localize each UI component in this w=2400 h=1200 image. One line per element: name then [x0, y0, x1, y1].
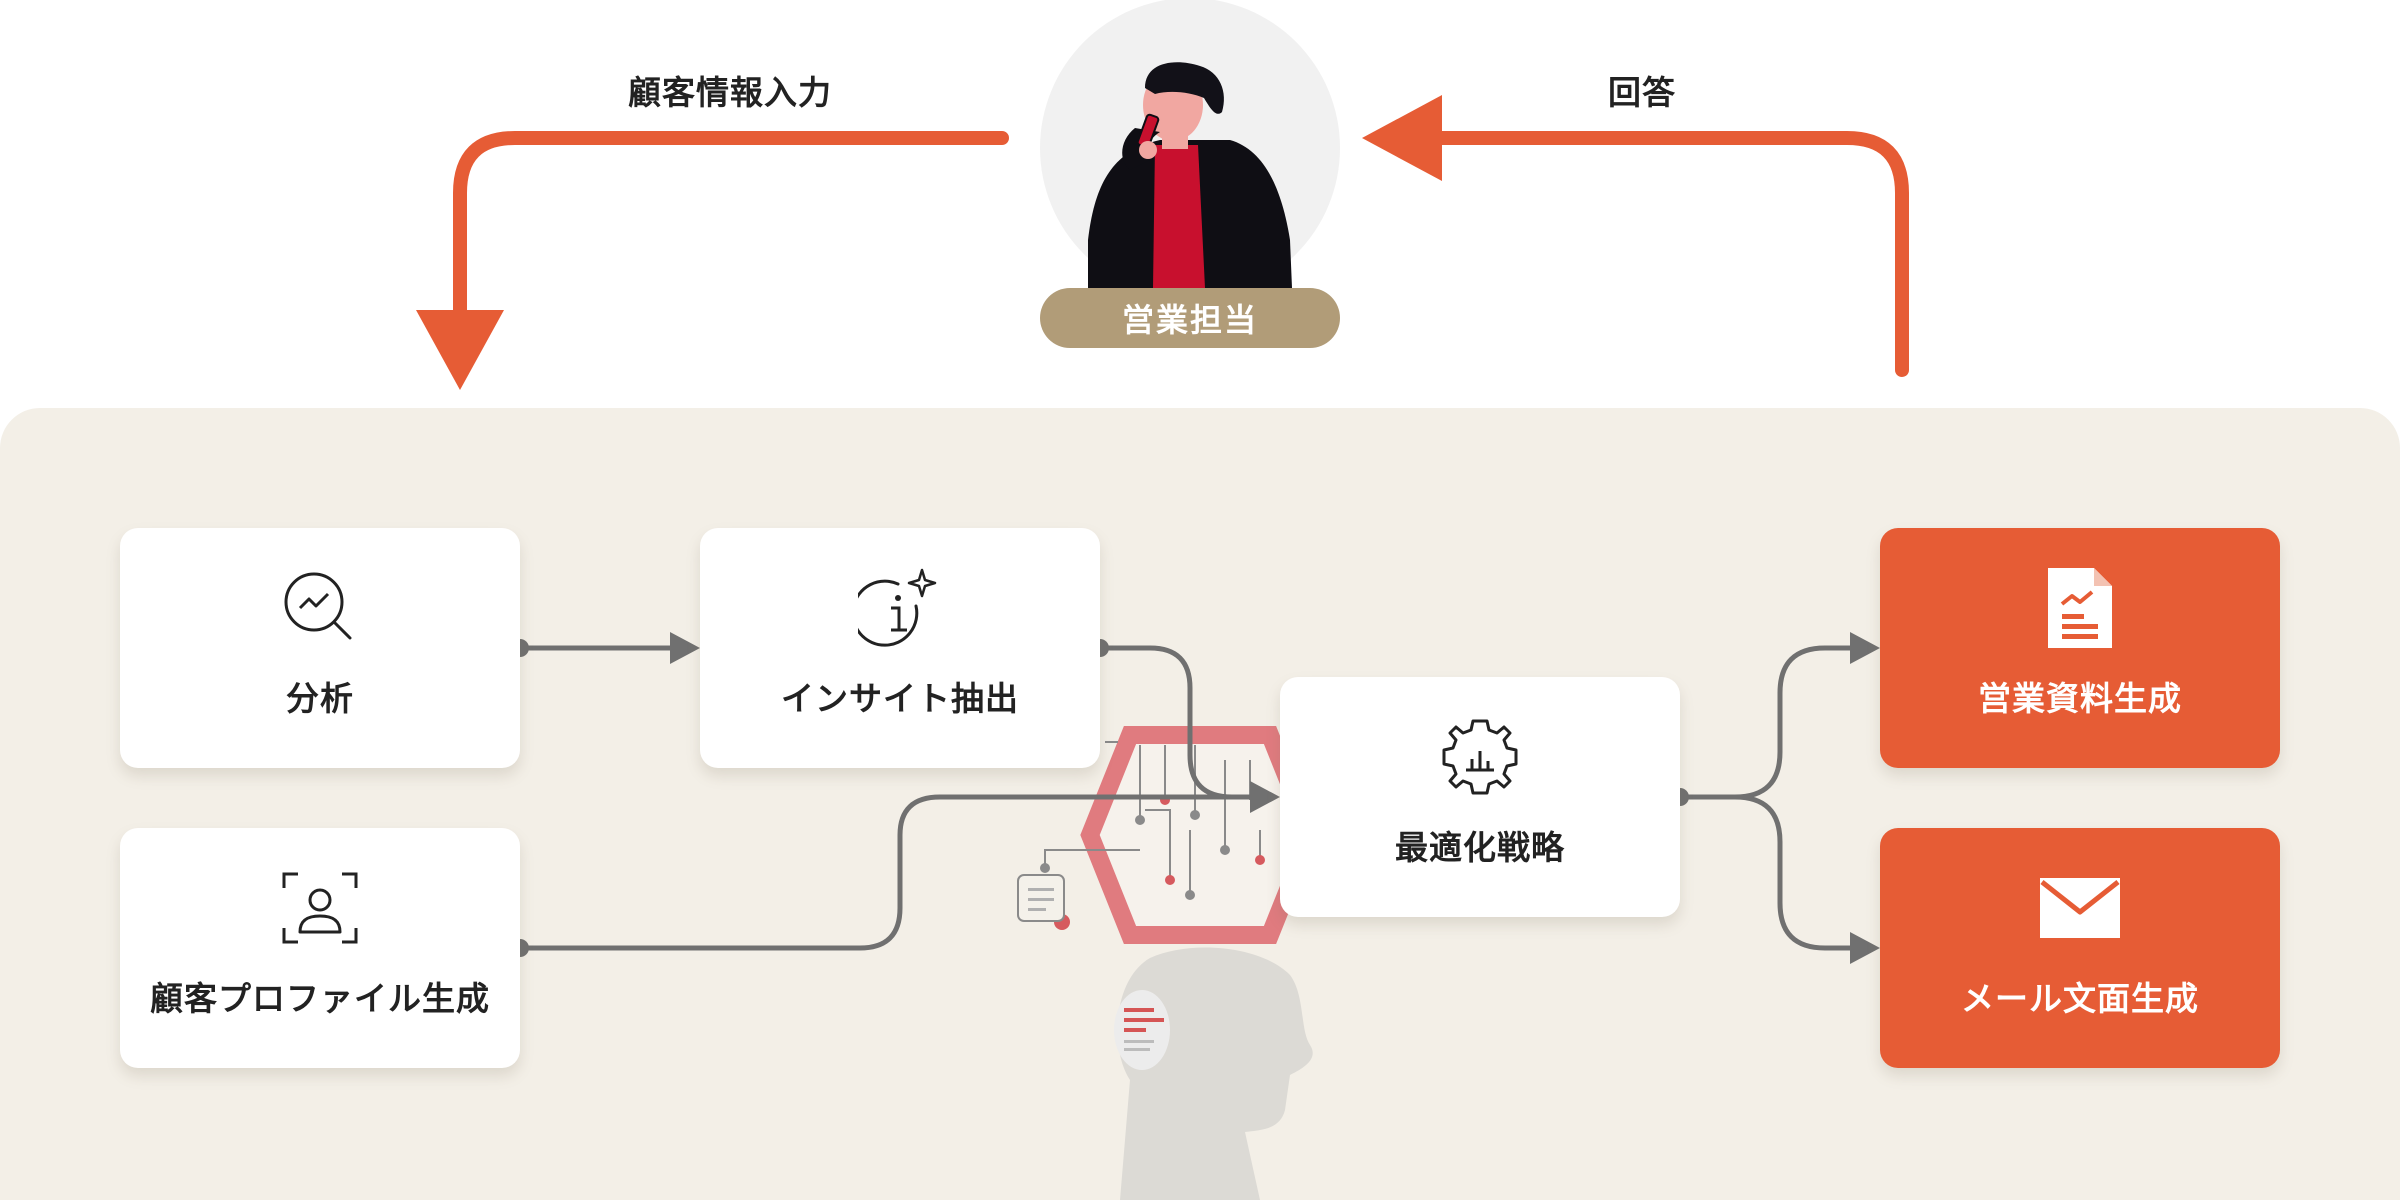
node-optimize-label: 最適化戦略	[1395, 828, 1565, 867]
ai-head-illustration	[1114, 947, 1313, 1200]
arrow-answer	[1362, 95, 1909, 377]
node-optimize[interactable]: 最適化戦略	[1280, 677, 1680, 917]
gear-chart-icon	[1442, 719, 1518, 795]
node-analysis-label: 分析	[286, 679, 354, 718]
info-sparkle-icon	[858, 568, 937, 647]
connector-optimize-email	[1680, 794, 1852, 951]
connector-insight-optimize	[1100, 645, 1255, 800]
connector-optimize-sales	[1680, 645, 1852, 800]
mail-envelope-icon	[2040, 878, 2120, 938]
input-flow-label: 顧客情報入力	[628, 73, 832, 112]
document-chart-icon	[2048, 568, 2112, 648]
node-sales-material[interactable]: 営業資料生成	[1880, 528, 2280, 768]
node-insight[interactable]: インサイト抽出	[700, 528, 1100, 768]
node-analysis[interactable]: 分析	[120, 528, 520, 768]
node-profile-label: 顧客プロファイル生成	[150, 979, 490, 1018]
answer-flow-label: 回答	[1608, 73, 1676, 112]
node-insight-label: インサイト抽出	[781, 679, 1019, 718]
arrow-customer-input	[416, 131, 1009, 390]
connector-profile-optimize	[520, 794, 1255, 951]
analytics-magnifier-icon	[284, 572, 352, 640]
user-scan-icon	[282, 872, 358, 944]
node-profile[interactable]: 顧客プロファイル生成	[120, 828, 520, 1068]
sales-rep-badge: 営業担当	[1040, 288, 1340, 348]
node-sales-material-label: 営業資料生成	[1978, 679, 2182, 718]
node-email-text[interactable]: メール文面生成	[1880, 828, 2280, 1068]
node-email-text-label: メール文面生成	[1961, 979, 2199, 1018]
sales-rep-avatar	[1040, 0, 1340, 298]
